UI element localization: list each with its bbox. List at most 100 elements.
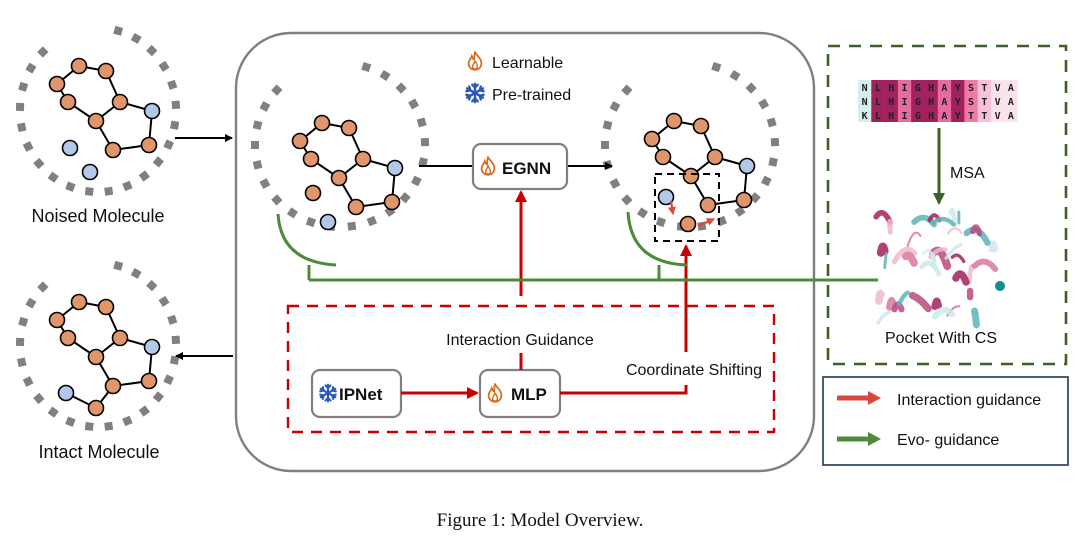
atom-orange — [97, 298, 115, 316]
msa-residue: H — [888, 83, 894, 94]
atom-orange — [304, 184, 322, 202]
msa-column — [951, 80, 965, 122]
atom-blue — [386, 159, 404, 177]
legend-label-interaction: Interaction guidance — [897, 392, 1041, 409]
pocket-segment — [711, 61, 722, 73]
protein-ribbon — [919, 260, 942, 277]
legend: Interaction guidance Evo- guidance — [822, 376, 1069, 466]
figure-caption: Figure 1: Model Overview. — [437, 510, 644, 531]
pocket-segment — [251, 141, 259, 149]
pocket-segment — [621, 84, 633, 96]
pocket-segment — [158, 60, 170, 72]
pocket-segment — [167, 79, 178, 90]
msa-column — [884, 80, 899, 122]
atom-orange — [59, 93, 77, 111]
protein-ribbon — [948, 207, 958, 227]
atom-orange — [682, 167, 700, 185]
pocket-segment — [761, 175, 772, 187]
pocket-segment — [25, 62, 37, 74]
pocket-segment — [167, 314, 178, 325]
protein-ribbon — [967, 263, 975, 285]
protein-ribbon — [952, 270, 970, 286]
pocket-segment — [122, 415, 133, 427]
msa-residue: A — [941, 83, 947, 94]
pocket-segment — [130, 268, 142, 279]
pocket-segment — [259, 178, 271, 189]
pocket-segment — [146, 279, 158, 292]
msa-residue: T — [981, 83, 987, 94]
msa-column — [991, 80, 1005, 122]
pocket-segment — [259, 101, 271, 112]
protein-ribbon — [906, 231, 922, 248]
pocket-segment — [305, 216, 317, 228]
msa-residue: Y — [955, 97, 961, 108]
atom-orange — [354, 150, 372, 168]
protein-ribbon — [875, 289, 885, 305]
pocket-segment — [770, 138, 780, 147]
pocket-segment — [152, 391, 165, 403]
pocket-segment — [163, 139, 175, 150]
msa-residue: H — [888, 111, 894, 122]
protein-ribbon — [887, 218, 893, 235]
msa-residue: A — [1008, 111, 1014, 122]
atom-orange — [87, 399, 105, 417]
atom-blue — [81, 163, 99, 181]
pocket-segment — [252, 159, 263, 170]
pocket-segment — [84, 187, 94, 196]
msa-residue: V — [995, 111, 1001, 122]
msa-label: MSA — [950, 165, 985, 182]
pocket-segment — [734, 205, 746, 217]
pocket-segment — [169, 120, 180, 130]
pocket-segment — [65, 181, 76, 192]
msa-residue: A — [1008, 83, 1014, 94]
atom-orange — [699, 196, 717, 214]
pocket-segment — [602, 120, 613, 131]
pocket-segment — [65, 416, 76, 427]
protein-ribbon — [883, 252, 888, 269]
atom-blue — [738, 157, 756, 175]
msa-column — [911, 80, 925, 122]
protein-ribbon — [908, 291, 932, 313]
pocket-segment — [745, 82, 757, 94]
pocket-segment — [416, 117, 427, 128]
pocket-segment — [84, 422, 94, 431]
pocket-segment — [37, 281, 49, 293]
msa-residue: G — [915, 97, 921, 108]
msa-residue: S — [968, 83, 974, 94]
atom-orange — [706, 148, 724, 166]
model-container — [234, 31, 816, 473]
pocket-segment — [146, 44, 158, 57]
msa-residue: T — [981, 111, 987, 122]
msa-residue: N — [862, 97, 868, 108]
pocket-segment — [286, 207, 299, 219]
pocket-segment — [33, 157, 45, 170]
shift-region-box — [654, 173, 720, 242]
pocket-segment — [366, 215, 378, 227]
msa-column — [977, 80, 992, 122]
msa-residue: H — [928, 83, 934, 94]
msa-residue: H — [888, 97, 894, 108]
msa-residue: H — [928, 97, 934, 108]
ipnet-module: IPNet — [310, 368, 403, 419]
msa-residue: T — [981, 97, 987, 108]
pocket-segment — [113, 25, 124, 36]
atom-orange — [70, 293, 88, 311]
mlp-right-line — [560, 385, 688, 395]
interaction-guidance-box — [286, 304, 776, 434]
learnable-key-label: Learnable — [492, 55, 563, 72]
pocket-segment — [395, 82, 407, 94]
msa-column — [897, 80, 912, 122]
pocket-segment — [602, 159, 613, 170]
pocket-segment — [104, 421, 114, 431]
input-pocket-bracket — [276, 213, 337, 267]
atom-orange — [665, 112, 683, 130]
pocket-segment — [271, 194, 283, 206]
pocket-segment — [130, 33, 142, 44]
pocket-segment — [408, 98, 420, 110]
atom-blue — [61, 139, 79, 157]
atom-orange — [692, 117, 710, 135]
output-pocket-bracket — [626, 211, 688, 267]
protein-ribbon — [886, 297, 897, 311]
protein-ribbon — [931, 306, 956, 320]
